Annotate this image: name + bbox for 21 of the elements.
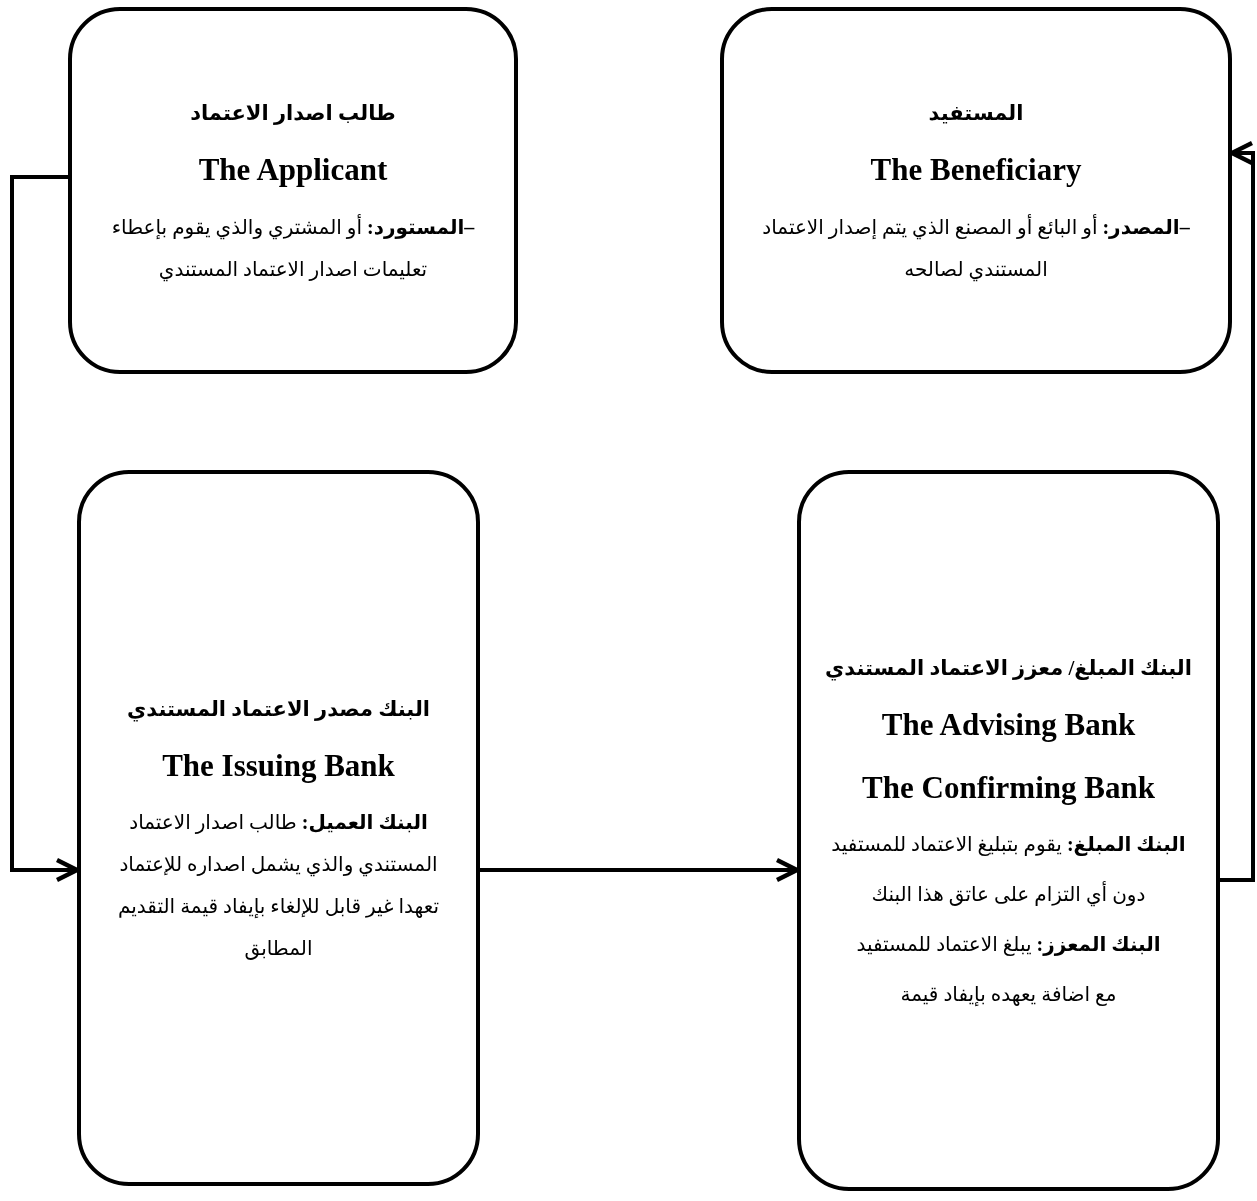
role-title: The Issuing Bank bbox=[162, 746, 395, 785]
arabic-heading: طالب اصدار الاعتماد bbox=[190, 100, 396, 128]
role-title: The Advising Bank bbox=[881, 706, 1136, 745]
arabic-heading: المستفيد bbox=[928, 100, 1024, 128]
description-text: دون أي التزام على عاتق هذا البنك bbox=[871, 880, 1146, 909]
description-text: مع اضافة يعهده بإيفاد قيمة bbox=[900, 981, 1117, 1008]
arrow bbox=[1220, 140, 1255, 882]
description-text: البنك المبلغ: يقوم بتبليغ الاعتماد للمستفيد bbox=[831, 831, 1186, 858]
role-title: The Confirming Bank bbox=[862, 768, 1155, 807]
arabic-heading: البنك مصدر الاعتماد المستندي bbox=[127, 695, 430, 724]
description-text: البنك العميل: طالب اصدار الاعتماد المستندي والذي يشمل اصداره للإعتماد تعهدا غير قابل للإلغاء بإيفاد قيمة التقديم المطابق bbox=[116, 810, 441, 962]
rounded-box bbox=[797, 470, 1220, 1191]
rounded-box bbox=[720, 7, 1232, 374]
description-text: –المصدر: أو البائع أو المصنع الذي يتم إصدار الاعتماد المستندي لصالحه bbox=[761, 213, 1191, 284]
rounded-box bbox=[68, 7, 518, 374]
role-title: The Applicant bbox=[198, 151, 388, 190]
rounded-box bbox=[77, 470, 480, 1186]
arabic-heading: البنك المبلغ/ معزز الاعتماد المستندي bbox=[825, 655, 1192, 683]
description-text: –المستورد: أو المشتري والذي يقوم بإعطاء تعليمات اصدار الاعتماد المستندي bbox=[110, 213, 476, 284]
role-title: The Beneficiary bbox=[870, 151, 1082, 190]
description-text: البنك المعزز: يبلغ الاعتماد للمستفيد bbox=[856, 931, 1161, 958]
